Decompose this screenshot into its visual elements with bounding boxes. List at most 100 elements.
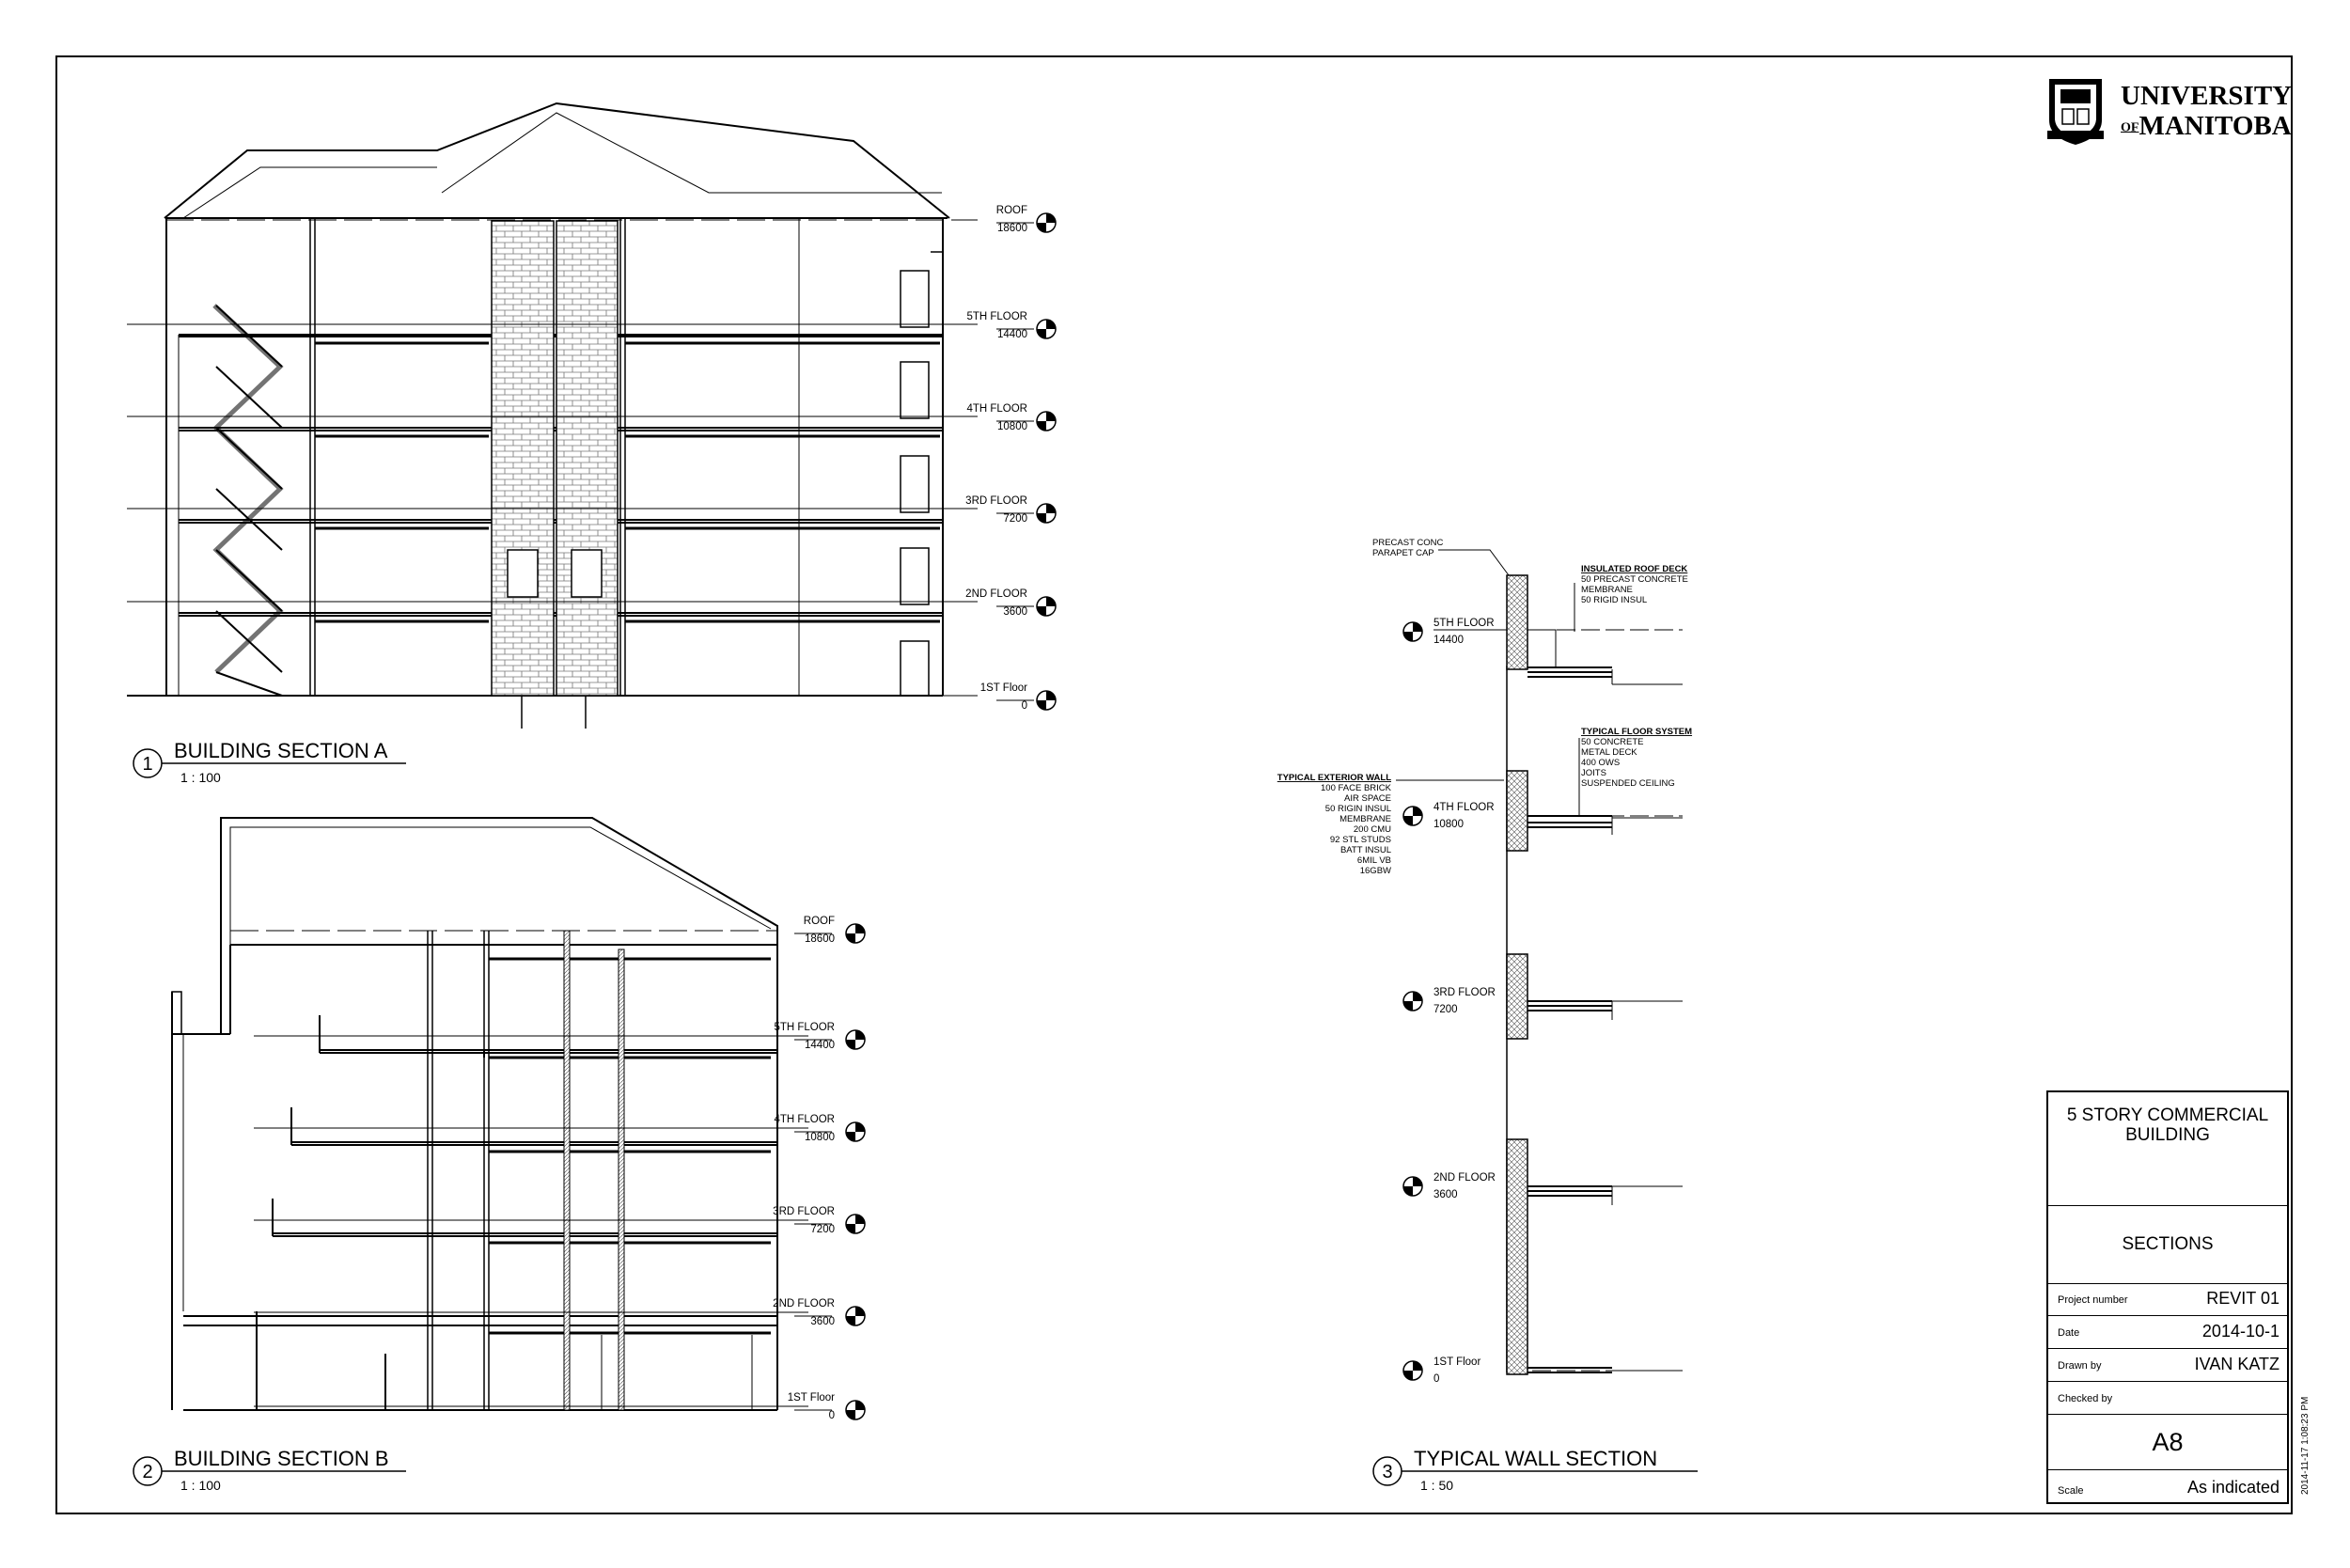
level-elevation: 3600 (1434, 1189, 1458, 1200)
project-name-line-1: 5 STORY COMMERCIAL (2066, 1105, 2269, 1125)
title-block: 5 STORY COMMERCIAL BUILDING SECTIONS Pro… (2046, 1090, 2289, 1504)
scale-value: As indicated (2186, 1478, 2280, 1497)
wall-annotations: PRECAST CONC PARAPET CAP INSULATED ROOF … (1277, 538, 1692, 876)
level-name: 5TH FLOOR (1434, 618, 1495, 629)
level-elevation: 7200 (1434, 1004, 1458, 1015)
brick-core-a-right (556, 220, 619, 697)
level-name: 3RD FLOOR (1434, 987, 1496, 998)
logo-line-1: UNIVERSITY (2121, 81, 2293, 111)
exterior-wall-line: 100 FACE BRICK (1321, 783, 1392, 793)
level-name: ROOF (804, 916, 835, 927)
project-number-row: Project number REVIT 01 (2048, 1283, 2287, 1316)
level-elevation: 0 (1022, 700, 1027, 712)
level-name: 5TH FLOOR (966, 311, 1027, 322)
level-target-icon (845, 1029, 866, 1050)
level-target-icon (1036, 411, 1057, 431)
level-elevation: 18600 (997, 223, 1027, 234)
sheet-number: A8 (2048, 1415, 2287, 1470)
drawn-by-label: Drawn by (2058, 1360, 2102, 1372)
print-timestamp: 2014-11-17 1:08:23 PM (2300, 1396, 2311, 1495)
exterior-wall-line: 92 STL STUDS (1330, 835, 1391, 845)
level-target-icon (845, 1306, 866, 1326)
level-elevation: 0 (829, 1410, 835, 1421)
view-number: 2 (142, 1462, 152, 1482)
level-target-icon (1402, 1176, 1423, 1197)
level-elevation: 18600 (805, 933, 835, 945)
exterior-wall-heading: TYPICAL EXTERIOR WALL (1277, 773, 1391, 783)
view-scale: 1 : 100 (180, 770, 221, 785)
level-name: 5TH FLOOR (774, 1022, 835, 1033)
level-target-icon (1402, 991, 1423, 1011)
view-title-text: BUILDING SECTION B (174, 1447, 389, 1470)
view-number: 3 (1382, 1462, 1392, 1482)
level-target-icon (1402, 621, 1423, 642)
level-name: 2ND FLOOR (773, 1298, 835, 1309)
logo-line-2-prefix: OF (2121, 120, 2139, 135)
level-elevation: 10800 (997, 421, 1027, 432)
exterior-wall-line: 16GBW (1360, 866, 1391, 876)
date-label: Date (2058, 1327, 2080, 1339)
roof-deck-heading: INSULATED ROOF DECK (1581, 564, 1687, 574)
exterior-wall-line: AIR SPACE (1344, 793, 1391, 804)
view-title: 2 BUILDING SECTION B 1 : 100 (133, 1447, 406, 1493)
parapet-note-line-1: PRECAST CONC (1372, 538, 1443, 548)
view-scale: 1 : 50 (1420, 1478, 1453, 1493)
view-number: 1 (142, 754, 152, 775)
level-name: ROOF (996, 205, 1027, 216)
level-name: 3RD FLOOR (773, 1206, 835, 1217)
level-elevation: 14400 (1434, 635, 1464, 646)
level-name: 2ND FLOOR (965, 588, 1027, 600)
parapet-note-line-2: PARAPET CAP (1372, 548, 1434, 558)
level-elevation: 7200 (1003, 513, 1027, 525)
level-elevation: 0 (1434, 1373, 1439, 1385)
level-labels: ROOF 18600 5TH FLOOR 14400 4TH FLOOR 10800 3RD… (773, 205, 1496, 1421)
exterior-wall-line: MEMBRANE (1340, 814, 1391, 824)
floor-system-line: SUSPENDED CEILING (1581, 778, 1675, 789)
level-elevation: 14400 (805, 1040, 835, 1051)
level-elevation: 7200 (810, 1224, 835, 1235)
level-targets (845, 212, 1423, 1420)
typical-wall-section (1434, 629, 1683, 1373)
checked-by-label: Checked by (2058, 1393, 2113, 1404)
level-target-icon (1036, 690, 1057, 711)
level-target-icon (845, 1121, 866, 1142)
checked-by-row: Checked by (2048, 1382, 2287, 1415)
level-elevation: 10800 (1434, 819, 1464, 830)
scale-label: Scale (2058, 1485, 2084, 1497)
level-target-icon (845, 923, 866, 944)
sheet-border (55, 55, 2293, 1514)
level-target-icon (1402, 806, 1423, 826)
brick-core-a-left (491, 220, 555, 697)
level-elevation: 10800 (805, 1132, 835, 1143)
level-elevation: 14400 (997, 329, 1027, 340)
university-logo: UNIVERSITY OFMANITOBA (2121, 81, 2292, 143)
floor-system-line: 400 OWS (1581, 758, 1620, 768)
roof-deck-line: 50 PRECAST CONCRETE (1581, 574, 1688, 585)
level-name: 2ND FLOOR (1434, 1172, 1496, 1184)
level-name: 1ST Floor (980, 682, 1027, 694)
view-title: 3 TYPICAL WALL SECTION 1 : 50 (1372, 1447, 1698, 1493)
date-row: Date 2014-10-1 (2048, 1316, 2287, 1349)
level-target-icon (1402, 1360, 1423, 1381)
level-name: 3RD FLOOR (965, 495, 1027, 507)
logo-line-2: OFMANITOBA (2121, 111, 2292, 143)
project-name-line-2: BUILDING (2125, 1125, 2210, 1145)
project-number-label: Project number (2058, 1294, 2128, 1306)
roof-deck-line: 50 RIGID INSUL (1581, 595, 1647, 605)
project-number-value: REVIT 01 (2206, 1289, 2280, 1308)
date-value: 2014-10-1 (2201, 1322, 2280, 1341)
sheet-name: SECTIONS (2048, 1206, 2287, 1284)
level-name: 1ST Floor (788, 1392, 835, 1403)
logo-line-2-main: MANITOBA (2138, 111, 2292, 141)
level-name: 4TH FLOOR (1434, 802, 1495, 813)
drawn-by-row: Drawn by IVAN KATZ (2048, 1349, 2287, 1382)
drawn-by-value: IVAN KATZ (2194, 1355, 2280, 1373)
university-shield-icon (2047, 79, 2104, 145)
view-title-text: TYPICAL WALL SECTION (1414, 1447, 1657, 1470)
view-scale: 1 : 100 (180, 1478, 221, 1493)
building-section-b (171, 817, 778, 1411)
level-elevation: 3600 (810, 1316, 835, 1327)
